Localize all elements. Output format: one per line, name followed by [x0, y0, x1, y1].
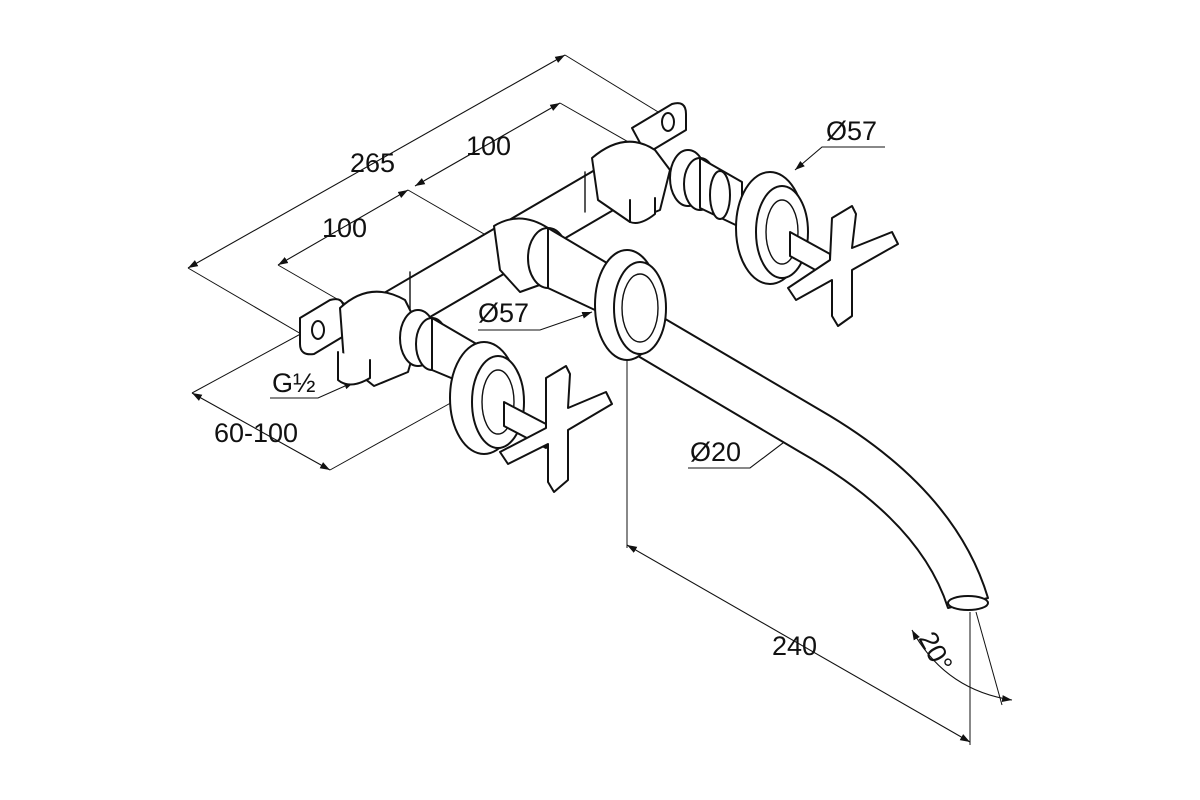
handle-rosette-right [735, 171, 809, 285]
wall-bracket-left [299, 298, 345, 356]
spout-angle-label: 20° [913, 627, 959, 677]
cross-handle-left [499, 365, 613, 493]
connection-thread-label: G½ [272, 368, 316, 398]
cross-handle-right [787, 205, 899, 327]
spout-rosette-diameter-label: Ø57 [478, 298, 529, 328]
spout-rosette [594, 249, 667, 361]
spout [637, 309, 989, 611]
spacing-right-label: 100 [466, 131, 511, 161]
spacing-left-label: 100 [322, 213, 367, 243]
wall-depth-label: 60-100 [214, 418, 298, 448]
right-rosette-diameter-label: Ø57 [826, 116, 877, 146]
spout-diameter-label: Ø20 [690, 437, 741, 467]
wall-bracket-right [631, 102, 687, 155]
spout-projection-label: 240 [772, 631, 817, 661]
dimension-lines [187, 54, 1013, 745]
valve-body-right [591, 140, 743, 229]
handle-rosette-left [449, 341, 525, 455]
overall-width-label: 265 [350, 148, 395, 178]
